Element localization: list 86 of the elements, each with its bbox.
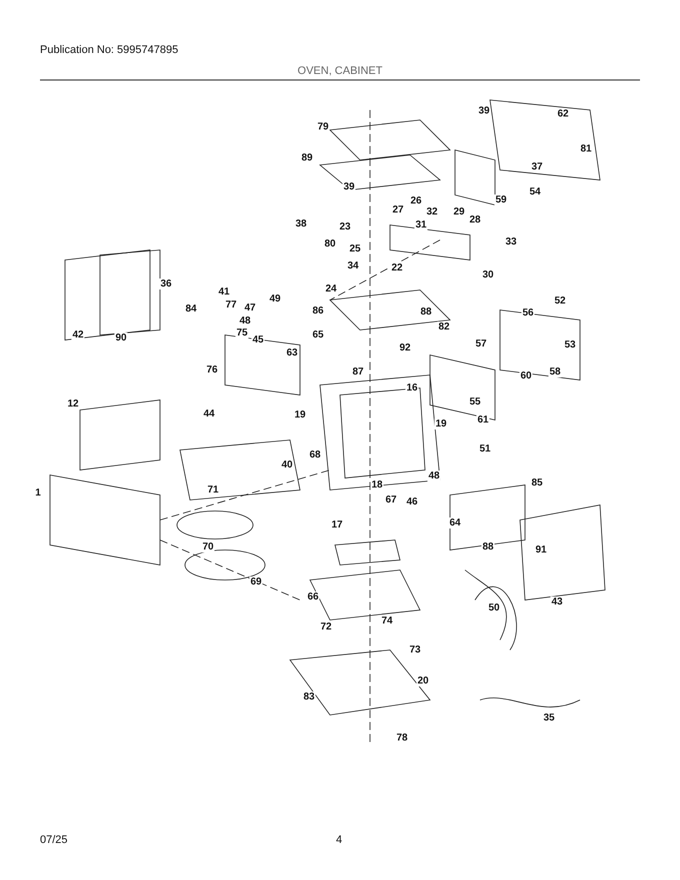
- callout-number: 31: [414, 220, 428, 230]
- page-title: OVEN, CABINET: [296, 65, 384, 77]
- callout-number: 91: [534, 544, 548, 556]
- callout-number: 16: [405, 382, 419, 394]
- callout-number: 65: [311, 330, 325, 340]
- page-number: 4: [336, 834, 342, 846]
- date-code: 07/25: [40, 834, 68, 846]
- callout-number: 87: [351, 366, 365, 378]
- callout-number: 76: [205, 364, 219, 376]
- callout-number: 40: [280, 460, 294, 470]
- callout-number: 23: [338, 222, 352, 232]
- callout-number: 60: [519, 370, 533, 382]
- callout-number: 50: [487, 602, 501, 614]
- callout-number: 38: [294, 218, 308, 230]
- callout-number: 61: [476, 414, 490, 426]
- callout-number: 39: [477, 106, 491, 116]
- callout-number: 58: [548, 366, 562, 378]
- callout-number: 67: [384, 494, 398, 506]
- callout-number: 55: [468, 396, 482, 408]
- callout-number: 89: [300, 152, 314, 164]
- callout-number: 45: [251, 334, 265, 346]
- callout-number: 46: [405, 496, 419, 508]
- callout-number: 42: [71, 330, 85, 340]
- callout-number: 57: [474, 338, 488, 350]
- callout-number: 39: [342, 182, 356, 192]
- callout-number: 90: [114, 332, 128, 344]
- callout-number: 83: [302, 692, 316, 702]
- callout-number: 1: [34, 488, 42, 498]
- callout-number: 47: [243, 302, 257, 314]
- callout-number: 88: [481, 542, 495, 552]
- callout-number: 33: [504, 236, 518, 248]
- callout-number: 77: [224, 300, 238, 310]
- callout-number: 85: [530, 478, 544, 488]
- callout-number: 78: [395, 732, 409, 744]
- callout-number: 34: [346, 260, 360, 272]
- callout-number: 64: [448, 518, 462, 528]
- publication-number: Publication No: 5995747895: [40, 44, 178, 56]
- callout-number: 12: [66, 398, 80, 410]
- callout-number: 48: [427, 470, 441, 482]
- callout-number: 82: [437, 322, 451, 332]
- callout-number: 54: [528, 186, 542, 198]
- callout-number: 73: [408, 644, 422, 656]
- callout-number: 19: [434, 418, 448, 430]
- callout-number: 81: [579, 144, 593, 154]
- callout-number: 18: [370, 480, 384, 490]
- callout-number: 75: [235, 328, 249, 338]
- callout-number: 25: [348, 244, 362, 254]
- callout-number: 51: [478, 444, 492, 454]
- callout-number: 69: [249, 576, 263, 588]
- callout-number: 19: [293, 410, 307, 420]
- callout-number: 30: [481, 270, 495, 280]
- callout-number: 32: [425, 206, 439, 218]
- callout-number: 48: [238, 316, 252, 326]
- callout-number: 84: [184, 304, 198, 314]
- callout-number: 86: [311, 306, 325, 316]
- callout-number: 36: [159, 278, 173, 290]
- callout-number: 41: [217, 286, 231, 298]
- callout-number: 35: [542, 712, 556, 724]
- callout-number: 52: [553, 296, 567, 306]
- callout-number: 26: [409, 196, 423, 206]
- callout-number: 20: [416, 676, 430, 686]
- callout-number: 37: [530, 162, 544, 172]
- callout-number: 70: [201, 542, 215, 552]
- callout-number: 56: [521, 308, 535, 318]
- callout-number: 71: [206, 484, 220, 496]
- callout-number: 49: [268, 294, 282, 304]
- callout-number: 59: [494, 194, 508, 206]
- callout-number: 29: [452, 206, 466, 218]
- callout-number: 72: [319, 622, 333, 632]
- callout-number: 62: [556, 108, 570, 120]
- callout-number: 24: [324, 284, 338, 294]
- callout-number: 80: [323, 238, 337, 250]
- callout-number: 88: [419, 306, 433, 318]
- callout-number: 17: [330, 520, 344, 530]
- callout-number: 28: [468, 214, 482, 226]
- callout-number: 92: [398, 342, 412, 354]
- callout-number: 53: [563, 340, 577, 350]
- callout-number: 44: [202, 408, 216, 420]
- callout-number: 22: [390, 262, 404, 274]
- callout-number: 43: [550, 596, 564, 608]
- callout-number: 63: [285, 348, 299, 358]
- callout-number: 27: [391, 204, 405, 216]
- callout-number: 66: [306, 592, 320, 602]
- callout-number: 68: [308, 450, 322, 460]
- callout-number: 79: [316, 122, 330, 132]
- callout-number: 74: [380, 616, 394, 626]
